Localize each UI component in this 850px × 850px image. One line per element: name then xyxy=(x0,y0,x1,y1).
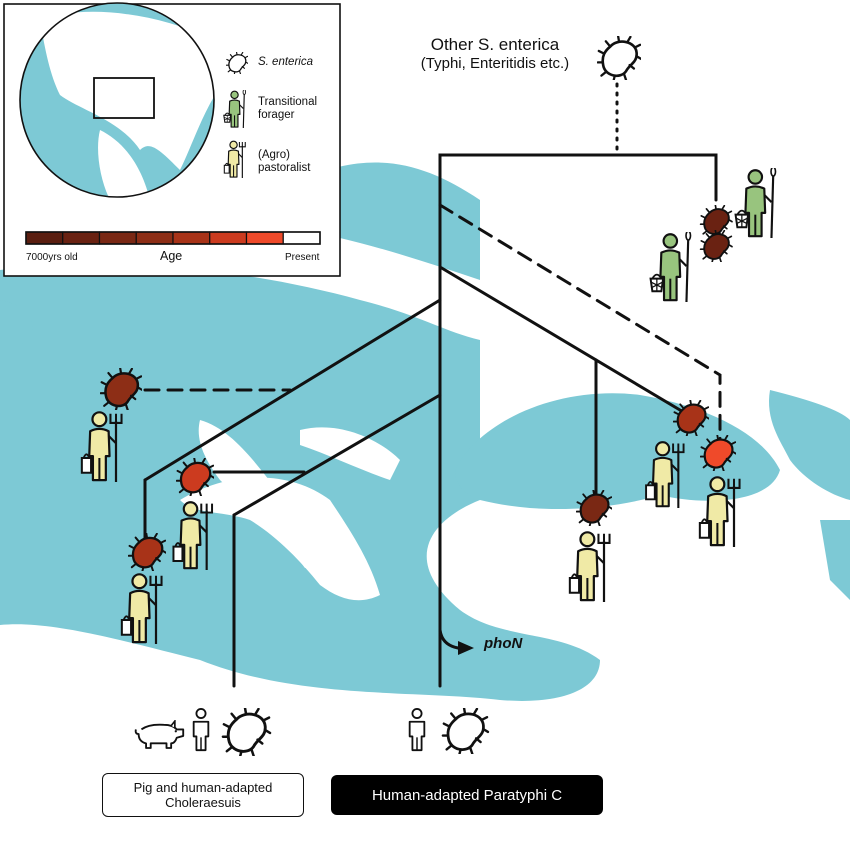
age-scale-segment xyxy=(98,231,137,245)
forager-icon xyxy=(649,232,692,302)
age-scale-segment xyxy=(245,231,284,245)
phylogeny-branches xyxy=(143,82,722,688)
legend-s-enterica-label: S. enterica xyxy=(258,56,313,68)
pastoralist-icon xyxy=(568,531,611,602)
outgroup-subtitle: (Typhi, Enteritidis etc.) xyxy=(420,55,570,72)
age-scale-segment xyxy=(209,231,248,245)
outgroup-title: Other S. enterica xyxy=(430,35,560,54)
age-color-scale xyxy=(25,231,321,245)
age-scale-segment xyxy=(62,231,101,245)
human-icon xyxy=(408,708,426,752)
sea-map xyxy=(0,162,850,701)
paratyphi-label: Human-adapted Paratyphi C xyxy=(371,786,563,804)
bacterium-icon xyxy=(441,708,490,754)
bacterium-icon xyxy=(221,708,272,756)
clade-tip-icons xyxy=(134,708,490,756)
age-scale-segment xyxy=(282,231,321,245)
human-icon xyxy=(192,708,210,752)
age-old-label: 7000yrs old xyxy=(26,252,78,263)
choleraesuis-label: Pig and human-adapted Choleraesuis xyxy=(133,780,273,810)
phon-gene-label: phoN xyxy=(484,635,523,652)
globe-inset xyxy=(19,2,215,198)
age-scale-segment xyxy=(25,231,64,245)
age-label: Age xyxy=(160,249,183,263)
age-present-label: Present xyxy=(285,252,320,263)
forager-icon xyxy=(734,168,777,238)
paratyphi-label-box: Human-adapted Paratyphi C xyxy=(331,775,603,815)
phon-arrowhead xyxy=(458,641,474,655)
pig-icon xyxy=(134,720,185,749)
age-scale-segment xyxy=(172,231,211,245)
legend-panel xyxy=(3,2,341,277)
age-scale-segment xyxy=(135,231,174,245)
legend-forager-label: Transitional forager xyxy=(258,96,318,121)
choleraesuis-label-box: Pig and human-adapted Choleraesuis xyxy=(102,773,304,817)
legend-pastoralist-label: (Agro) pastoralist xyxy=(258,149,311,174)
bacterium-icon xyxy=(699,230,734,262)
